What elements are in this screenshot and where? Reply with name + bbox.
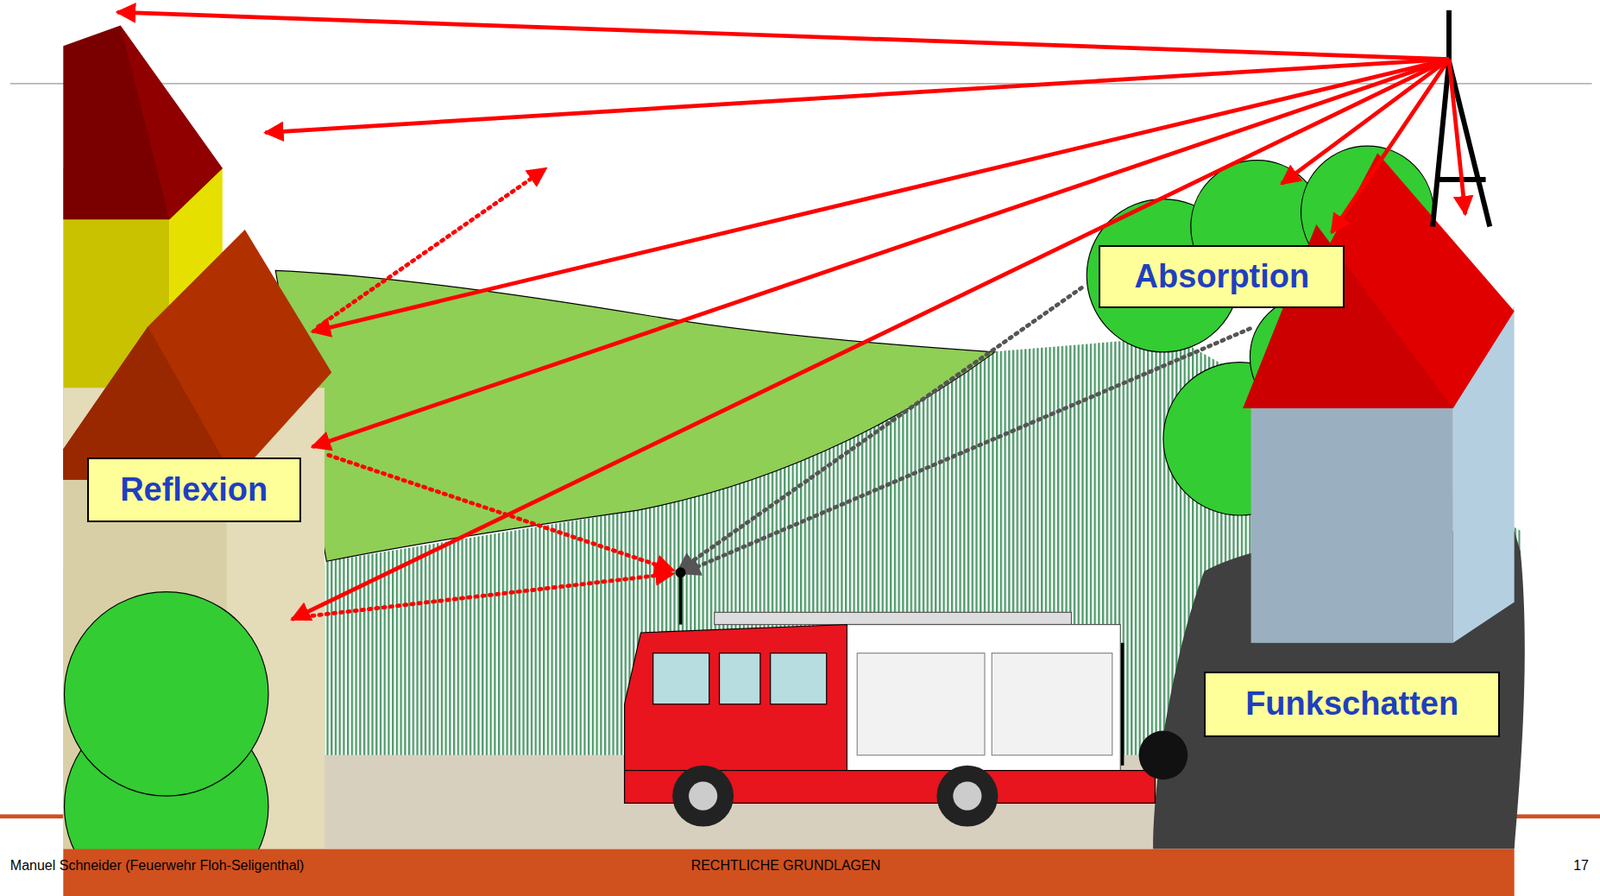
tower-roof-side [120,25,223,221]
fire-truck [624,566,1189,826]
box-label: Reflexion [119,472,268,509]
tree [63,592,268,796]
reflected-ray [297,168,674,618]
label-box: Absorption [1098,245,1345,309]
box-label: Funkschatten [1245,686,1459,723]
label-box: Reflexion [87,457,302,523]
house-roof [62,229,332,480]
tower-roof [62,25,222,221]
absorbed-ray [677,287,1250,574]
footer-text: RECHTLICHE GRUNDLAGEN [691,856,882,874]
antenna-mast [1432,10,1490,227]
signal-ray [117,12,1466,619]
footer-text: 17 [1573,856,1589,874]
label-box: Funkschatten [1203,671,1500,738]
house-front [1251,406,1454,643]
box-label: Absorption [1134,258,1311,296]
footer-text: Manuel Schneider (Feuerwehr Floh-Seligen… [10,856,305,874]
